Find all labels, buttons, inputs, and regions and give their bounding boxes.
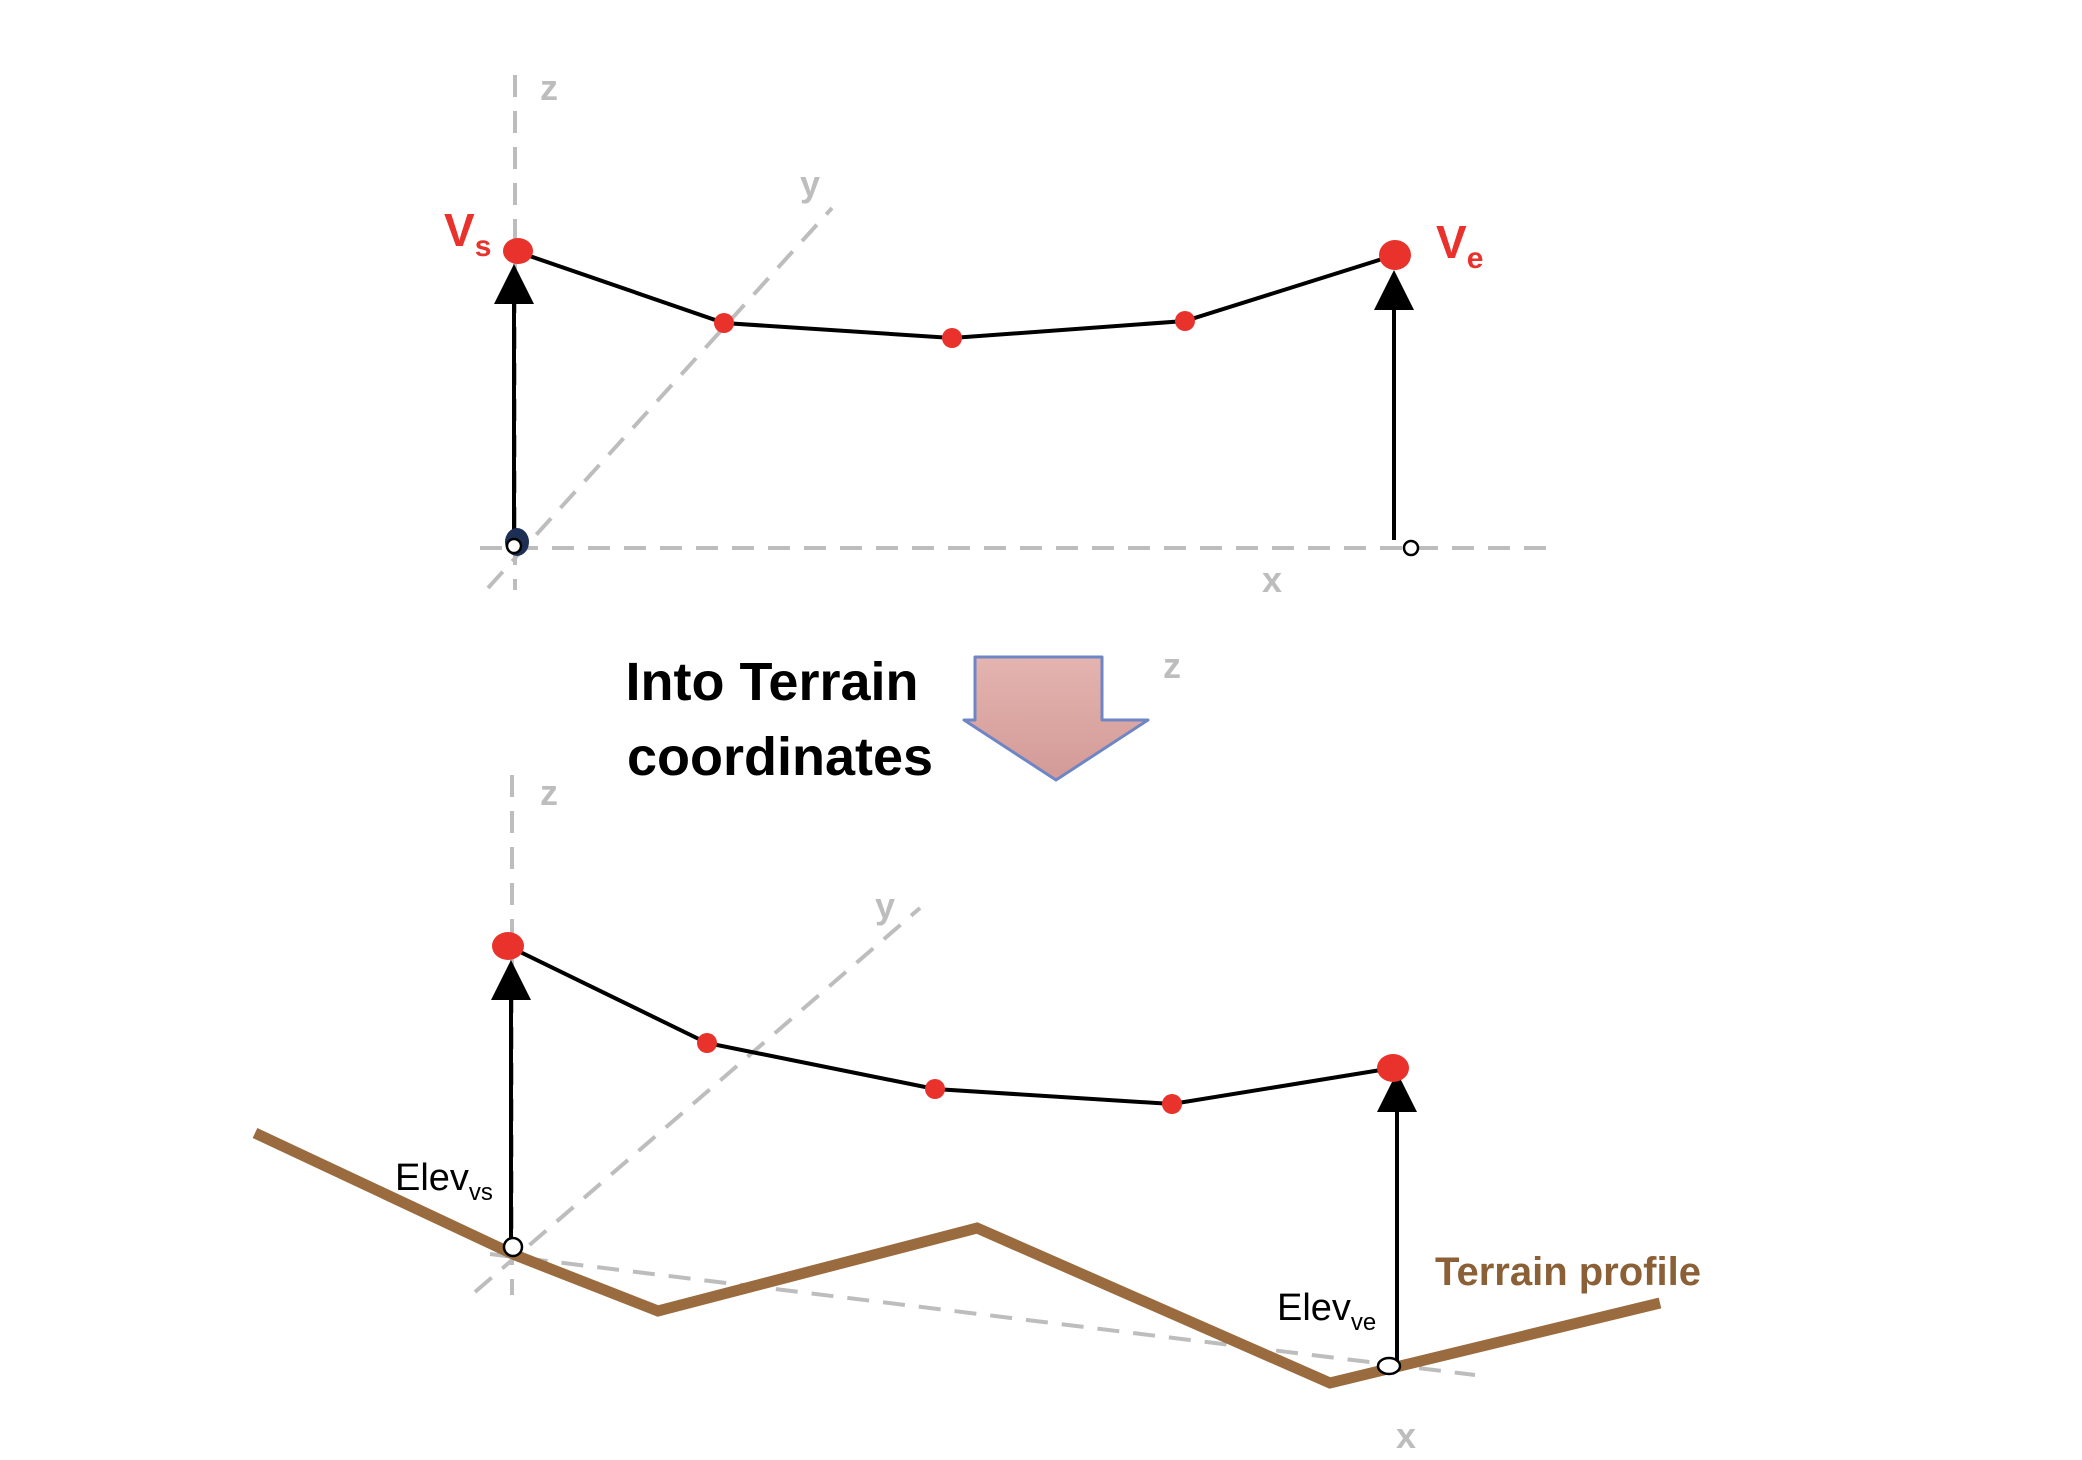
top-y-axis [486, 206, 834, 590]
bottom-start-base-point [502, 1236, 524, 1258]
transition-caption-line2: coordinates [627, 727, 933, 787]
bottom-x-axis-label: x [1396, 1415, 1416, 1456]
top-end-base-point [1402, 539, 1420, 557]
elev-start-label: Elevvs [395, 1157, 493, 1206]
terrain-profile-label: Terrain profile [1435, 1250, 1701, 1294]
bottom-vertex-polyline [507, 944, 1394, 1107]
top-end-vertex [1379, 240, 1411, 270]
top-x-axis-label: x [1262, 559, 1282, 600]
top-start-vertex [503, 238, 533, 264]
top-vertex-3 [942, 328, 962, 348]
bottom-y-axis-label: y [875, 885, 895, 926]
bottom-vertex-2 [697, 1033, 717, 1053]
bottom-vertex-4 [1162, 1094, 1182, 1114]
top-start-base-point [505, 537, 523, 555]
transition: Into Terrain coordinates z [625, 645, 1181, 787]
bottom-vertex-3 [925, 1079, 945, 1099]
bottom-start-vertex [492, 932, 524, 960]
elev-end-label: Elevve [1277, 1287, 1376, 1336]
bottom-diagram: z y x Elevvs Elevve Terrain profile [252, 772, 1701, 1456]
top-diagram: z y x Vs Ve [444, 67, 1555, 600]
top-vertex-4 [1175, 311, 1195, 331]
down-arrow-icon [962, 655, 1150, 782]
top-y-axis-label: y [800, 163, 820, 204]
top-z-axis-label: z [540, 67, 558, 108]
bottom-z-axis-label: z [540, 772, 558, 813]
top-vertex-polyline [517, 250, 1396, 341]
transition-z-label: z [1163, 645, 1181, 686]
top-start-vertex-label: Vs [444, 204, 491, 263]
top-vertex-2 [714, 313, 734, 333]
bottom-y-axis [473, 906, 922, 1294]
transition-caption-line1: Into Terrain [625, 652, 918, 712]
bottom-end-base-point [1376, 1356, 1402, 1376]
top-end-vertex-label: Ve [1436, 216, 1483, 275]
bottom-x-axis [489, 1252, 1476, 1377]
bottom-end-vertex [1377, 1054, 1409, 1082]
bottom-axes [473, 775, 1476, 1377]
